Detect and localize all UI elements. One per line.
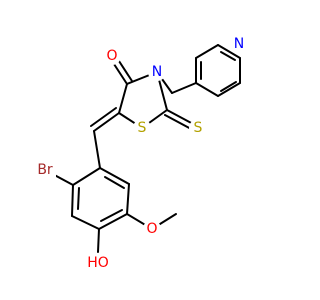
label-background xyxy=(189,119,207,137)
bond xyxy=(166,109,196,126)
bond xyxy=(100,209,123,222)
bond xyxy=(111,60,128,85)
carbonyl-oxygen: O xyxy=(103,47,121,65)
label-background xyxy=(143,220,161,238)
bond xyxy=(104,176,125,189)
bromine-label: Br xyxy=(37,162,53,178)
bond xyxy=(118,83,128,114)
bromine-atom: Br xyxy=(34,162,56,179)
bond xyxy=(220,81,237,92)
bond xyxy=(71,215,100,230)
thione-sulfur: S xyxy=(189,119,207,137)
bond xyxy=(116,57,133,82)
bond xyxy=(195,44,219,59)
bond xyxy=(164,114,194,131)
ring-sulfur: S xyxy=(133,119,151,137)
bond xyxy=(195,82,219,97)
imide-nitrogen: N xyxy=(148,63,166,81)
bond xyxy=(90,107,117,127)
label-background xyxy=(86,255,110,272)
bond xyxy=(126,183,130,215)
bond xyxy=(171,82,197,94)
bond xyxy=(99,167,130,185)
bond xyxy=(217,44,241,59)
bond xyxy=(71,184,74,217)
bond xyxy=(217,82,241,97)
bond xyxy=(72,167,101,186)
pyridine-nitrogen: N xyxy=(230,35,248,53)
bond-lines xyxy=(46,44,241,253)
label-background xyxy=(133,119,151,137)
atom-labels: N N O S S Br HO O xyxy=(34,35,248,272)
bond xyxy=(77,187,80,210)
molecule-structure: N N O S S Br HO O xyxy=(34,35,248,272)
label-background xyxy=(148,63,166,81)
bond xyxy=(97,228,100,253)
label-background xyxy=(34,162,56,179)
label-background xyxy=(230,35,248,53)
hydroxyl-group: HO xyxy=(86,255,110,272)
bond xyxy=(220,51,236,61)
nitrogen-label: N xyxy=(234,36,244,52)
nitrogen-label: N xyxy=(152,64,162,80)
hydroxyl-label: HO xyxy=(87,255,109,271)
bond xyxy=(93,130,101,169)
oxygen-label: O xyxy=(106,48,117,64)
label-background xyxy=(103,47,121,65)
bond xyxy=(93,112,120,132)
sulfur-label: S xyxy=(138,120,147,136)
oxygen-label: O xyxy=(146,221,157,237)
bond xyxy=(98,213,128,230)
sulfur-label: S xyxy=(194,120,203,136)
methoxy-oxygen: O xyxy=(143,220,161,238)
